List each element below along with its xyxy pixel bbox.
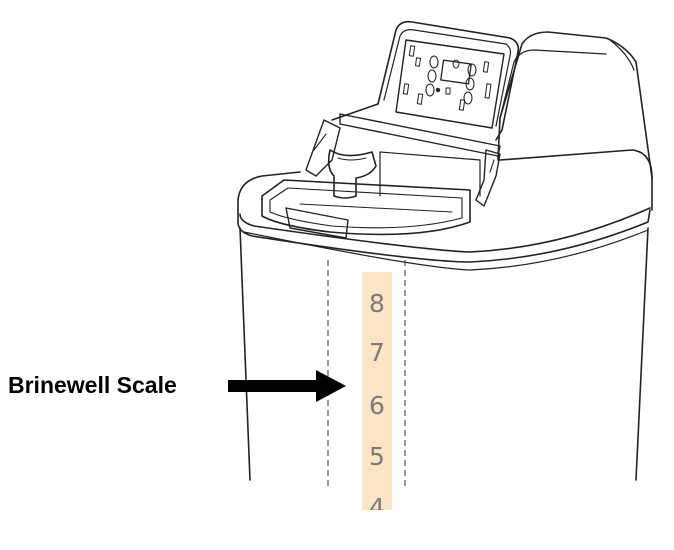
panel-button xyxy=(427,69,437,83)
scale-highlight xyxy=(362,272,392,510)
scale-mark: 5 xyxy=(369,442,385,471)
hinge-left xyxy=(305,119,341,177)
cabinet-lid-rim xyxy=(237,149,653,211)
salt-opening xyxy=(261,179,471,236)
brinewell-scale: 8 7 6 5 4 xyxy=(327,260,406,550)
brinewell-scale-label: Brinewell Scale xyxy=(8,372,177,398)
control-panel xyxy=(395,39,505,129)
right-arrow-icon xyxy=(228,370,346,402)
open-lid xyxy=(377,20,520,141)
display-screen xyxy=(440,59,472,85)
water-softener-icon xyxy=(237,20,653,481)
panel-button xyxy=(425,83,435,97)
panel-button xyxy=(429,55,439,69)
control-head xyxy=(497,31,653,179)
scale-mark: 8 xyxy=(369,289,385,318)
panel-button xyxy=(463,91,473,105)
scale-mark: 7 xyxy=(369,338,385,367)
panel-button xyxy=(467,63,477,77)
brine-funnel xyxy=(327,149,377,199)
cabinet-body xyxy=(239,227,649,481)
hinge-right xyxy=(475,149,501,207)
lid-handle xyxy=(285,207,349,239)
scale-mark: 6 xyxy=(369,391,385,420)
panel-button xyxy=(465,77,475,91)
